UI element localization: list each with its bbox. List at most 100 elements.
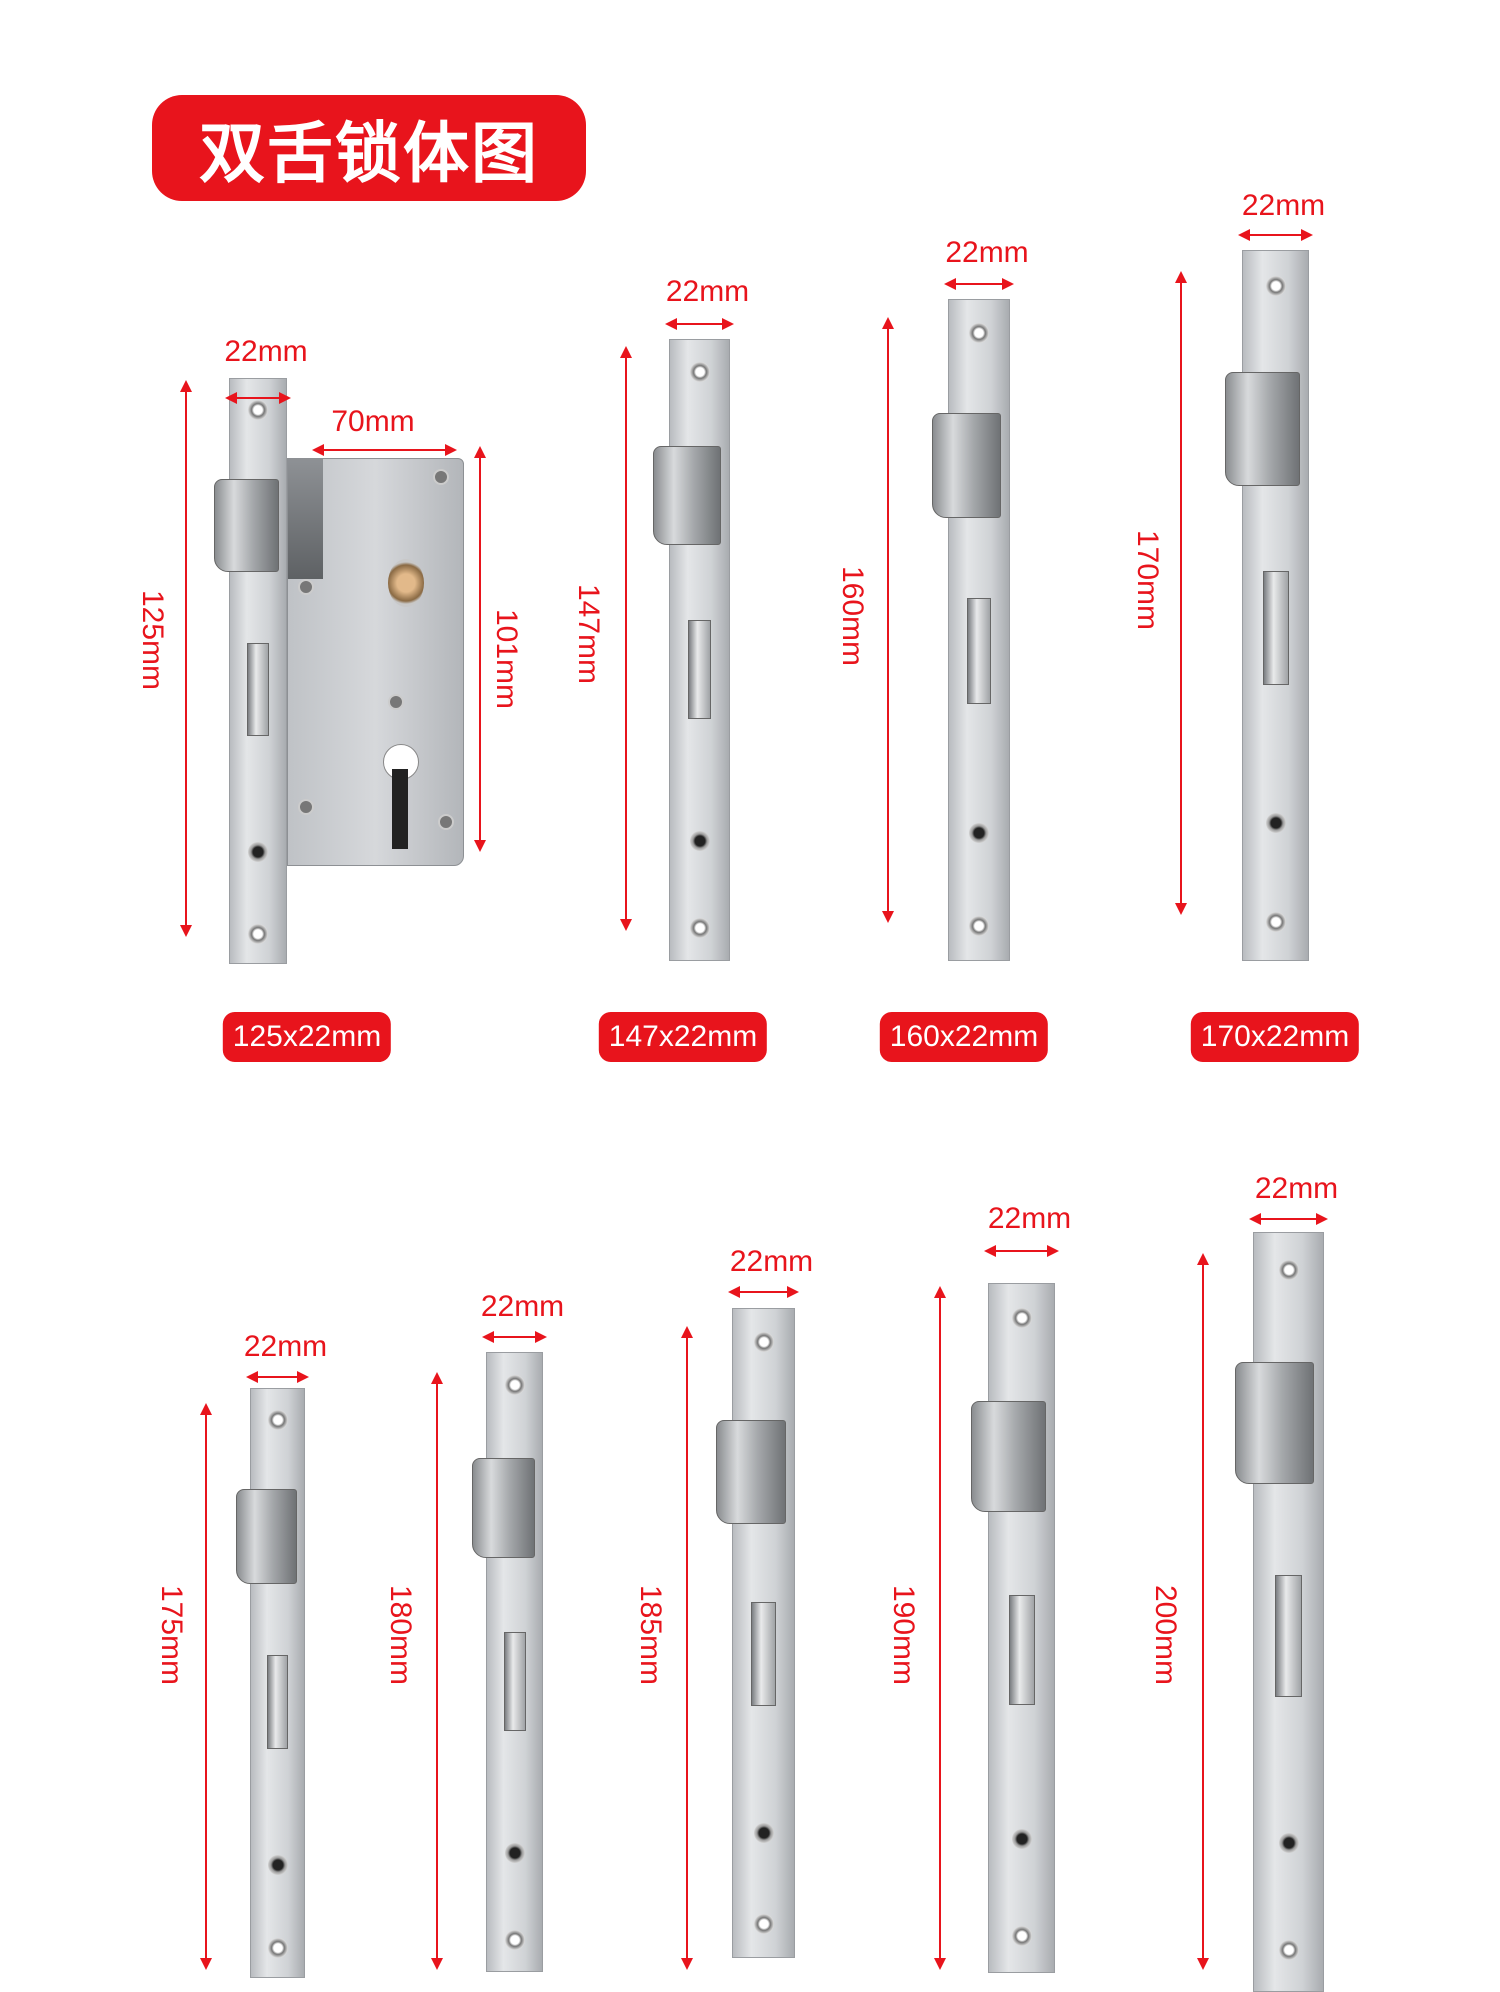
height-label: 190mm <box>887 1584 920 1686</box>
faceplate <box>932 299 1010 961</box>
height-label: 185mm <box>634 1584 667 1686</box>
screw-hole-icon <box>1011 1308 1032 1329</box>
width-arrow <box>482 1331 547 1343</box>
depth-label: 70mm <box>331 405 415 438</box>
screw-hole-icon <box>969 915 989 936</box>
latch-bolt <box>236 1489 298 1584</box>
width-label: 22mm <box>945 236 1029 269</box>
height-arrow <box>1197 1253 1209 1970</box>
screw-hole-icon <box>504 1929 525 1950</box>
case-height-arrow <box>474 446 486 852</box>
width-label: 22mm <box>665 275 750 308</box>
screw-hole-icon <box>689 831 710 852</box>
screw-hole-icon <box>248 399 268 420</box>
height-label: 170mm <box>1131 529 1164 631</box>
deadbolt-slot <box>246 642 270 737</box>
screw-hole-icon <box>1011 1829 1032 1850</box>
screw-hole-icon <box>267 1855 288 1876</box>
latch-bolt <box>471 1458 535 1558</box>
faceplate <box>715 1308 795 1958</box>
height-arrow <box>681 1326 693 1970</box>
screw-hole-icon <box>504 1374 525 1395</box>
spindle-hole-icon <box>388 559 424 607</box>
faceplate <box>236 1388 305 1978</box>
height-label: 147mm <box>572 583 605 685</box>
height-arrow <box>620 346 632 931</box>
height-arrow <box>882 317 894 923</box>
latch-spring-icon <box>288 459 323 579</box>
height-arrow <box>180 380 192 937</box>
width-arrow <box>246 1371 309 1383</box>
size-badge: 160x22mm <box>879 1012 1049 1062</box>
screw-icon <box>388 694 404 710</box>
width-label: 22mm <box>987 1202 1072 1235</box>
height-label: 200mm <box>1149 1584 1182 1686</box>
screw-hole-icon <box>753 1822 774 1843</box>
height-arrow <box>934 1286 946 1970</box>
faceplate <box>653 339 730 961</box>
size-badge: 170x22mm <box>1190 1012 1360 1062</box>
screw-hole-icon <box>1278 1259 1299 1280</box>
height-label: 160mm <box>836 565 869 667</box>
screw-hole-icon <box>969 323 989 344</box>
screw-hole-icon <box>969 822 989 843</box>
width-arrow <box>225 392 291 404</box>
screw-hole-icon <box>248 923 268 944</box>
width-label: 22mm <box>1241 189 1326 222</box>
width-arrow <box>944 278 1014 290</box>
width-arrow <box>1238 229 1313 241</box>
screw-hole-icon <box>753 1331 774 1352</box>
screw-hole-icon <box>248 841 268 862</box>
screw-hole-icon <box>1278 1939 1299 1960</box>
latch-bolt <box>932 412 1002 519</box>
height-arrow <box>200 1403 212 1970</box>
size-badge: 147x22mm <box>598 1012 768 1062</box>
screw-hole-icon <box>267 1409 288 1430</box>
screw-hole-icon <box>1278 1833 1299 1854</box>
latch-bolt <box>1234 1362 1315 1484</box>
height-label: 175mm <box>155 1584 188 1686</box>
deadbolt-slot <box>687 619 712 720</box>
screw-hole-icon <box>1265 912 1286 933</box>
latch-bolt <box>1224 371 1300 486</box>
faceplate <box>1234 1232 1324 1992</box>
latch-bolt <box>970 1401 1046 1512</box>
faceplate <box>471 1352 543 1972</box>
width-label: 22mm <box>224 335 308 368</box>
screw-hole-icon <box>1265 812 1286 833</box>
deadbolt-slot <box>1008 1594 1035 1705</box>
section-title: 双舌锁体图 <box>152 95 586 201</box>
width-label: 22mm <box>1254 1172 1339 1205</box>
deadbolt-slot <box>266 1654 289 1749</box>
size-badge: 125x22mm <box>222 1012 392 1062</box>
deadbolt-slot <box>751 1601 776 1706</box>
screw-hole-icon <box>753 1913 774 1934</box>
screw-hole-icon <box>267 1937 288 1958</box>
screw-hole-icon <box>1265 275 1286 296</box>
width-arrow <box>665 318 734 330</box>
height-label: 180mm <box>384 1584 417 1686</box>
faceplate <box>1224 250 1309 961</box>
screw-hole-icon <box>504 1842 525 1863</box>
latch-bolt <box>214 478 279 573</box>
deadbolt-slot <box>503 1632 526 1732</box>
screw-hole-icon <box>689 918 710 939</box>
faceplate <box>214 378 287 964</box>
width-label: 22mm <box>480 1290 565 1323</box>
latch-bolt <box>653 445 722 546</box>
width-arrow <box>984 1245 1059 1257</box>
height-arrow <box>1175 271 1187 915</box>
deadbolt-slot <box>1262 570 1289 685</box>
height-label: 125mm <box>136 589 169 691</box>
screw-icon <box>438 814 454 830</box>
screw-icon <box>433 469 449 485</box>
cylinder-slot-icon <box>392 769 408 849</box>
width-arrow <box>728 1286 799 1298</box>
screw-hole-icon <box>1011 1925 1032 1946</box>
depth-arrow <box>312 444 457 456</box>
deadbolt-slot <box>1274 1575 1303 1697</box>
screw-hole-icon <box>689 361 710 382</box>
lock-case <box>287 458 464 866</box>
width-arrow <box>1249 1213 1328 1225</box>
screw-icon <box>298 579 314 595</box>
